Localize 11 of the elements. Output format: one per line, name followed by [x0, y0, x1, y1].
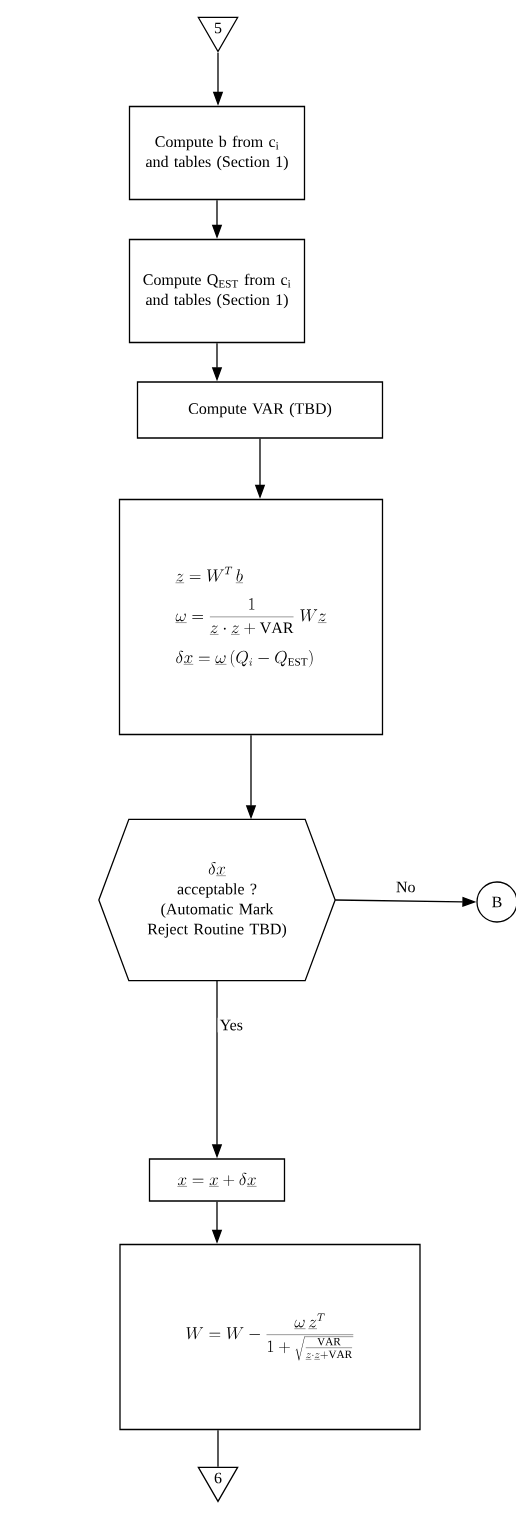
- process-box: Compute VAR (TBD): [136, 381, 384, 439]
- process-box: Compute b from c$_{i}$ and tables (Section 1): [128, 105, 306, 201]
- edge-label: Yes: [217, 1017, 245, 1033]
- connector-triangle: 5: [197, 16, 239, 53]
- formula-box: $W = W - \frac{\underline{\omega}\,\underline{z}^{T}}{1 + \sqrt{\frac{\mathrm{VAR}}{\underline{z}\cdot\underline{z} + \mathrm{VAR}}}}$: [119, 1243, 421, 1431]
- edge-label: No: [393, 879, 418, 895]
- process-box: Compute Q$_{EST}$ from c$_{i}$ and tables (Section 1): [128, 238, 306, 344]
- connector-triangle: 6: [197, 1466, 239, 1503]
- formula-box: $\underline{z} = W^{T}\,\underline{b}$ $\underline{\omega} = \frac{1}{\underline{z}\cdot\underline{z} + \mathrm{VAR}}\; W\underline{z}$ $\delta\underline{x} = \underline{\omega}\,(Q_{i} - Q_{\mathrm{EST}})$: [118, 498, 384, 736]
- decision-hexagon: $\delta\underline{x}$ acceptable ? (Automatic Mark Reject Routine TBD): [98, 818, 336, 982]
- formula-box: $\underline{x} = \underline{x} + \delta\underline{x}$: [148, 1158, 286, 1202]
